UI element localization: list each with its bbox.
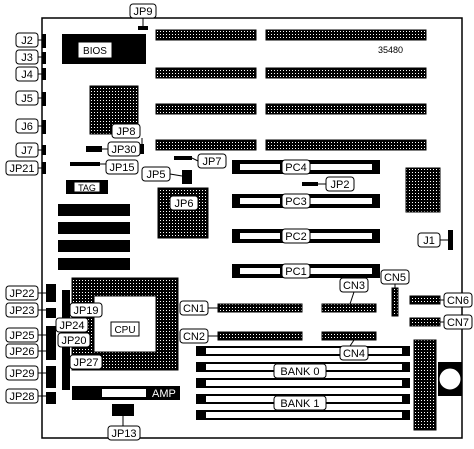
callout-cn6: CN6 xyxy=(440,292,473,308)
tag-label: TAG xyxy=(78,183,96,193)
callout-jp6: JP6 xyxy=(169,195,199,211)
svg-text:CN2: CN2 xyxy=(183,331,205,343)
callout-pc3: PC3 xyxy=(281,193,311,209)
callout-j3: J3 xyxy=(15,49,46,65)
svg-text:JP5: JP5 xyxy=(147,169,166,181)
svg-text:CN6: CN6 xyxy=(447,295,469,307)
callout-j5: J5 xyxy=(15,90,46,106)
svg-text:JP20: JP20 xyxy=(61,335,86,347)
callout-cn4: CN4 xyxy=(339,339,369,361)
callout-j1: J1 xyxy=(417,232,448,248)
callout-pc1: PC1 xyxy=(281,263,311,279)
callout-jp19: JP19 xyxy=(63,299,103,318)
svg-text:BANK 0: BANK 0 xyxy=(280,366,319,378)
small-jumpers xyxy=(70,26,453,416)
svg-text:JP25: JP25 xyxy=(9,330,34,342)
callout-jp21: JP21 xyxy=(5,160,46,176)
svg-text:JP30: JP30 xyxy=(111,144,136,156)
svg-text:JP19: JP19 xyxy=(73,305,98,317)
callout-bank1: BANK 1 xyxy=(273,395,327,411)
callout-jp9: JP9 xyxy=(129,3,157,26)
svg-text:PC1: PC1 xyxy=(285,266,306,278)
svg-text:CN4: CN4 xyxy=(343,348,365,360)
svg-text:JP8: JP8 xyxy=(117,126,136,138)
svg-text:JP22: JP22 xyxy=(9,288,34,300)
callout-jp20: JP20 xyxy=(57,332,91,348)
svg-text:JP21: JP21 xyxy=(9,163,34,175)
svg-text:JP27: JP27 xyxy=(73,357,98,369)
model-number: 35480 xyxy=(378,45,403,55)
callout-jp24: JP24 xyxy=(55,317,89,333)
callout-pc4: PC4 xyxy=(281,159,311,175)
callout-jp8: JP8 xyxy=(111,123,143,144)
callout-jp23: JP23 xyxy=(5,302,46,318)
callout-jp22: JP22 xyxy=(5,285,46,301)
chipset-right xyxy=(405,167,441,213)
callout-jp28: JP28 xyxy=(5,388,46,404)
svg-text:JP26: JP26 xyxy=(9,346,34,358)
svg-text:CN3: CN3 xyxy=(343,280,365,292)
svg-text:J4: J4 xyxy=(21,69,33,81)
callout-jp26: JP26 xyxy=(5,343,46,359)
svg-text:CN5: CN5 xyxy=(384,272,406,284)
svg-text:JP13: JP13 xyxy=(111,428,136,440)
svg-text:PC2: PC2 xyxy=(285,231,306,243)
svg-text:JP9: JP9 xyxy=(134,6,153,18)
callout-jp27: JP27 xyxy=(63,354,103,371)
svg-text:J6: J6 xyxy=(21,121,33,133)
callout-cn3: CN3 xyxy=(339,277,369,305)
svg-text:PC3: PC3 xyxy=(285,196,306,208)
svg-text:JP15: JP15 xyxy=(109,162,134,174)
callout-jp13: JP13 xyxy=(107,416,141,441)
right-edge-connectors xyxy=(413,339,462,431)
callout-jp29: JP29 xyxy=(5,365,46,381)
amp-label: AMP xyxy=(152,388,176,400)
svg-text:JP23: JP23 xyxy=(9,305,34,317)
svg-text:CN1: CN1 xyxy=(183,303,205,315)
callout-jp2: JP2 xyxy=(318,176,355,192)
isa-slots xyxy=(155,29,427,151)
callout-j7: J7 xyxy=(15,142,46,158)
svg-text:JP24: JP24 xyxy=(59,320,84,332)
callouts: J2 J3 J4 J5 J6 J7 JP xyxy=(5,3,473,441)
callout-jp5: JP5 xyxy=(141,166,183,182)
amp-bar: AMP xyxy=(72,386,180,400)
svg-text:JP2: JP2 xyxy=(331,179,350,191)
callout-jp15: JP15 xyxy=(100,159,139,175)
callout-j6: J6 xyxy=(15,118,46,134)
svg-text:J5: J5 xyxy=(21,93,33,105)
callout-pc2: PC2 xyxy=(281,228,311,244)
svg-text:BANK 1: BANK 1 xyxy=(280,398,319,410)
callout-jp7: JP7 xyxy=(191,153,227,169)
callout-bank0: BANK 0 xyxy=(273,363,327,379)
bios-chip: BIOS xyxy=(62,34,146,64)
svg-text:J3: J3 xyxy=(21,52,33,64)
callout-cn7: CN7 xyxy=(440,314,473,330)
bios-label: BIOS xyxy=(83,46,107,57)
svg-text:J1: J1 xyxy=(423,235,435,247)
svg-text:JP7: JP7 xyxy=(203,156,222,168)
callout-jp25: JP25 xyxy=(5,327,46,343)
svg-text:JP29: JP29 xyxy=(9,368,34,380)
cache-blocks xyxy=(58,204,130,270)
svg-text:PC4: PC4 xyxy=(285,162,306,174)
svg-text:JP28: JP28 xyxy=(9,391,34,403)
callout-j2: J2 xyxy=(15,32,46,48)
svg-text:CN7: CN7 xyxy=(447,317,469,329)
svg-text:J7: J7 xyxy=(21,145,33,157)
svg-text:J2: J2 xyxy=(21,35,33,47)
callout-cn5: CN5 xyxy=(380,269,410,288)
callout-cn2: CN2 xyxy=(179,328,218,344)
svg-text:JP6: JP6 xyxy=(175,198,194,210)
tag-chip: TAG xyxy=(66,180,108,194)
callout-cn1: CN1 xyxy=(179,300,218,316)
callout-jp30: JP30 xyxy=(102,141,141,157)
cpu-label: CPU xyxy=(114,325,135,336)
left-edge-connectors xyxy=(42,34,46,174)
callout-j4: J4 xyxy=(15,66,46,82)
